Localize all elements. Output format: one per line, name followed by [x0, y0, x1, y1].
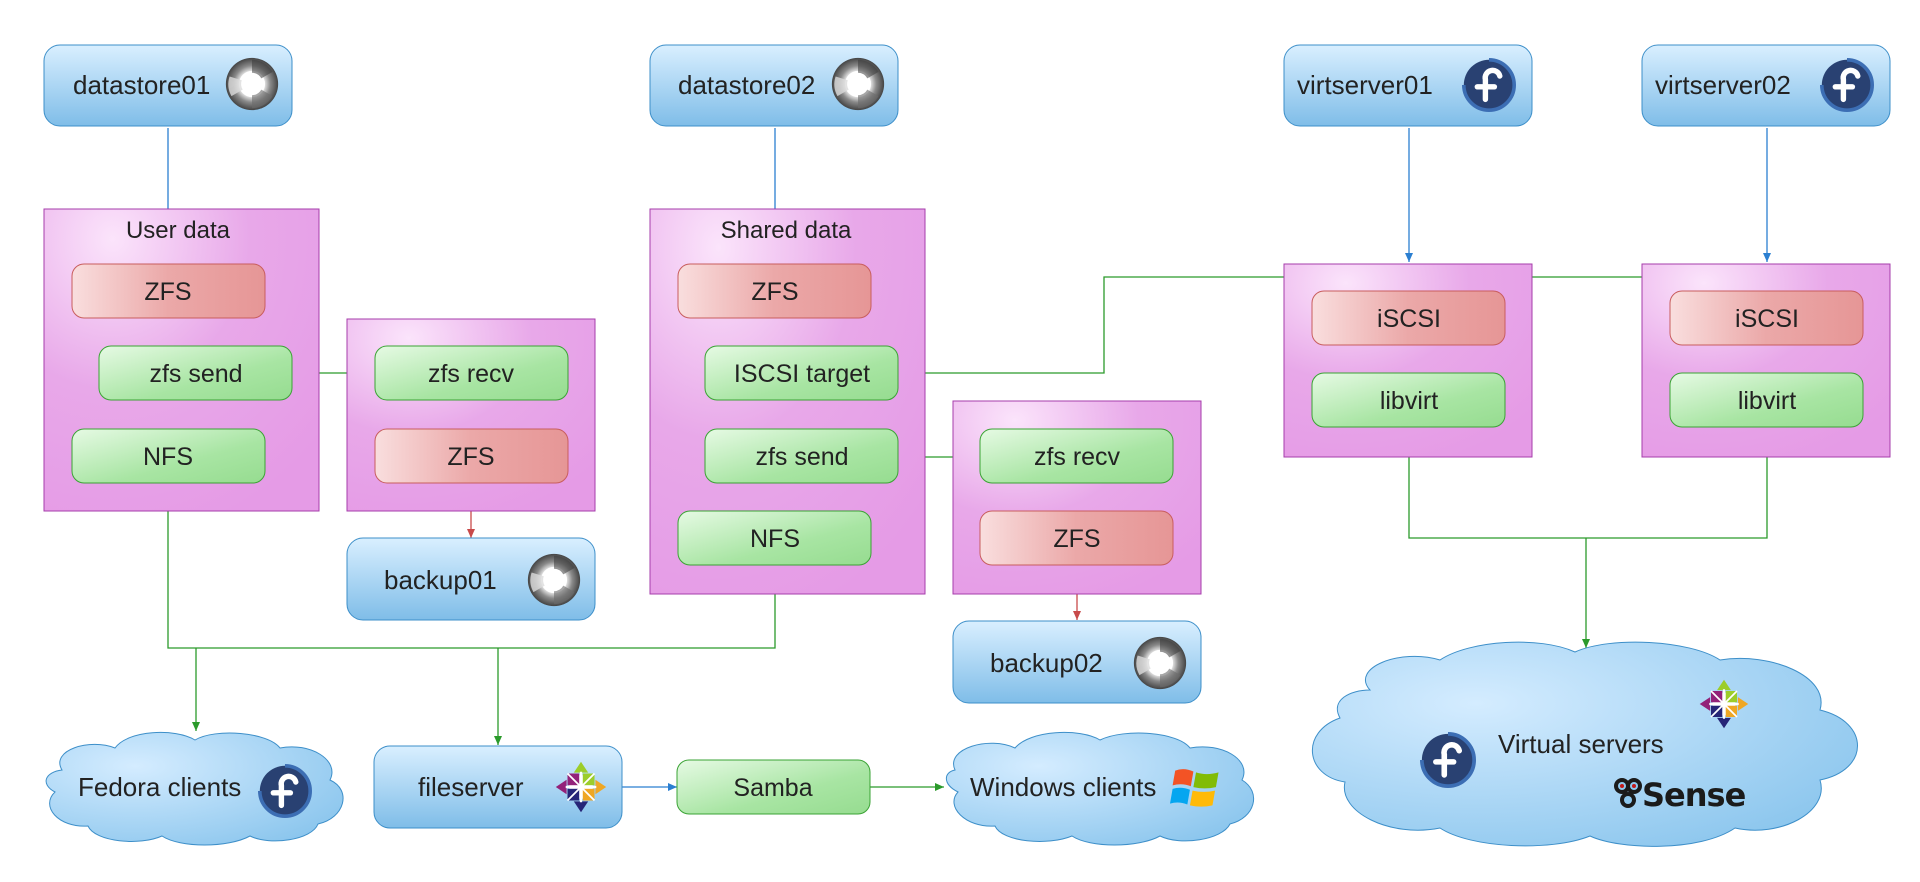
node-label: zfs recv	[1034, 443, 1121, 471]
pfsense-logo-icon: Sense	[1614, 776, 1747, 814]
host-virtserver01[interactable]: virtserver01	[1283, 44, 1533, 127]
node-zfs-shared-data[interactable]: ZFS	[677, 263, 872, 319]
opensolaris-ring-icon	[831, 57, 885, 111]
cloud-label: Virtual servers	[1498, 729, 1664, 759]
node-zfs-send-user-data[interactable]: zfs send	[98, 345, 293, 401]
fedora-icon	[1822, 60, 1872, 110]
node-label: ISCSI target	[734, 360, 870, 388]
host-label: datastore02	[678, 70, 815, 100]
node-zfs-recv-2[interactable]: zfs recv	[979, 428, 1174, 484]
edge-nfs-to-clients	[167, 484, 776, 649]
node-zfs-recv-1[interactable]: zfs recv	[374, 345, 569, 401]
host-label: datastore01	[73, 70, 210, 100]
node-label: ZFS	[751, 278, 798, 306]
cloud-fedora-clients[interactable]: Fedora clients	[45, 731, 344, 846]
node-zfs-backup01[interactable]: ZFS	[374, 428, 569, 484]
node-libvirt-virtserver02[interactable]: libvirt	[1669, 372, 1864, 428]
node-label: zfs send	[149, 360, 242, 388]
group-label: User data	[126, 217, 231, 244]
node-label: ZFS	[1053, 525, 1100, 553]
pfsense-logo-text: Sense	[1642, 776, 1746, 814]
cloud-windows-clients[interactable]: Windows clients	[945, 731, 1254, 846]
opensolaris-ring-icon	[527, 553, 581, 607]
node-zfs-send-shared-data[interactable]: zfs send	[704, 428, 899, 484]
cloud-label: Windows clients	[970, 772, 1156, 802]
host-backup02[interactable]: backup02	[952, 620, 1202, 704]
node-iscsi-target[interactable]: ISCSI target	[704, 345, 899, 401]
node-samba[interactable]: Samba	[676, 759, 871, 815]
node-label: libvirt	[1738, 387, 1796, 415]
node-zfs-backup02[interactable]: ZFS	[979, 510, 1174, 566]
node-label: iSCSI	[1377, 305, 1441, 333]
host-label: fileserver	[418, 772, 524, 802]
node-zfs-user-data[interactable]: ZFS	[71, 263, 266, 319]
node-label: zfs send	[755, 443, 848, 471]
cloud-virtual-servers[interactable]: Virtual servers Sense	[1312, 641, 1858, 847]
node-label: ZFS	[144, 278, 191, 306]
node-label: NFS	[750, 525, 800, 553]
node-iscsi-virtserver01[interactable]: iSCSI	[1311, 290, 1506, 346]
host-label: backup02	[990, 648, 1103, 678]
fedora-icon	[1422, 734, 1474, 786]
host-virtserver02[interactable]: virtserver02	[1641, 44, 1891, 127]
node-nfs-shared-data[interactable]: NFS	[677, 510, 872, 566]
host-label: virtserver01	[1297, 70, 1433, 100]
node-nfs-user-data[interactable]: NFS	[71, 428, 266, 484]
fedora-icon	[1464, 60, 1514, 110]
node-label: iSCSI	[1735, 305, 1799, 333]
node-iscsi-virtserver02[interactable]: iSCSI	[1669, 290, 1864, 346]
group-label: Shared data	[721, 217, 852, 244]
cloud-label: Fedora clients	[78, 772, 241, 802]
node-label: libvirt	[1380, 387, 1438, 415]
host-label: virtserver02	[1655, 70, 1791, 100]
node-label: ZFS	[447, 443, 494, 471]
node-label: zfs recv	[428, 360, 515, 388]
node-libvirt-virtserver01[interactable]: libvirt	[1311, 372, 1506, 428]
opensolaris-ring-icon	[225, 57, 279, 111]
node-label: NFS	[143, 443, 193, 471]
node-label: Samba	[733, 774, 812, 802]
host-fileserver[interactable]: fileserver	[373, 745, 623, 829]
fedora-icon	[260, 766, 310, 816]
host-backup01[interactable]: backup01	[346, 537, 596, 621]
opensolaris-ring-icon	[1133, 636, 1187, 690]
host-label: backup01	[384, 565, 497, 595]
host-datastore02[interactable]: datastore02	[649, 44, 899, 127]
host-datastore01[interactable]: datastore01	[43, 44, 293, 127]
edge-libvirt-to-virtual-servers	[1408, 430, 1768, 648]
